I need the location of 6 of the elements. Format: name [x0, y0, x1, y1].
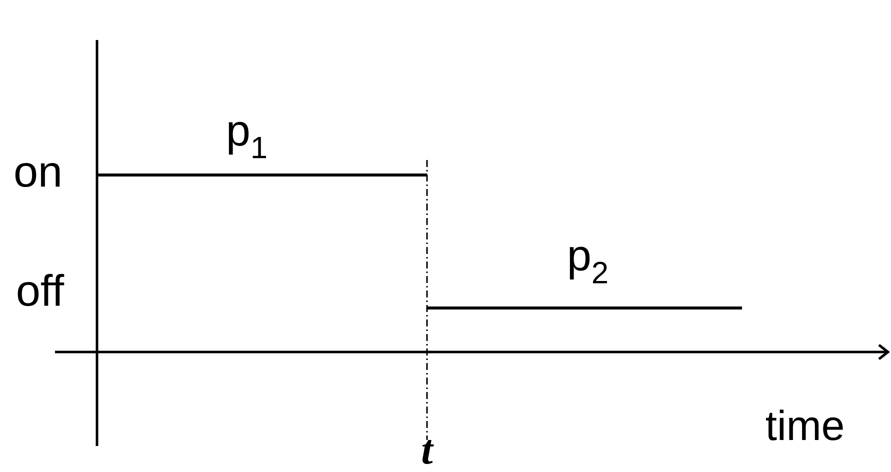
axis-label: time [766, 410, 843, 440]
segment-label: p$_{1}$ [228, 122, 266, 158]
segment-label: p$_{2}$ [570, 246, 608, 284]
axis-label: off [18, 274, 64, 306]
axis-label: on [15, 162, 60, 188]
time-marker-label: t [422, 440, 434, 464]
